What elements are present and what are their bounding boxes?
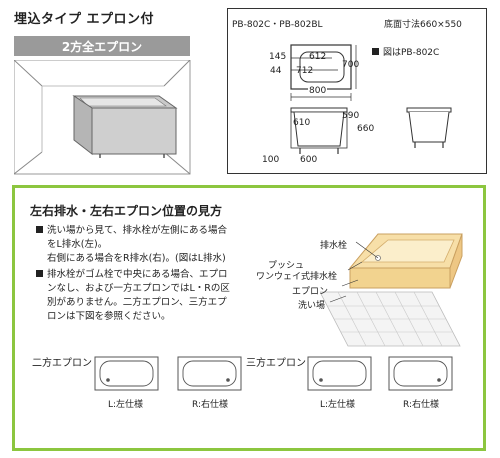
dim-44: 44 bbox=[270, 66, 282, 76]
dim-660: 660 bbox=[357, 124, 375, 134]
side-view-drawing bbox=[290, 107, 348, 154]
dim-700: 700 bbox=[342, 60, 360, 70]
dim-610: 610 bbox=[293, 118, 311, 128]
three-apron-label: 三方エプロン bbox=[246, 358, 306, 369]
dim-145: 145 bbox=[269, 52, 287, 62]
base-size: 底面寸法660×550 bbox=[384, 20, 462, 30]
dim-line-800 bbox=[290, 93, 352, 101]
two-apron-label: 二方エプロン bbox=[32, 358, 92, 369]
front-view-drawing bbox=[406, 107, 452, 148]
top-view-drawing bbox=[290, 44, 357, 90]
two-apron-left-label: L:左仕様 bbox=[108, 400, 144, 410]
drain-diagram bbox=[320, 233, 463, 347]
three-apron-left-thumb bbox=[307, 356, 372, 391]
washarea-label: 洗い場 bbox=[298, 301, 326, 311]
two-apron-left-thumb bbox=[94, 356, 159, 391]
two-apron-right-thumb bbox=[177, 356, 242, 391]
push-label-1: プッシュ bbox=[268, 261, 305, 271]
guide-title: 左右排水・左右エプロン位置の見方 bbox=[30, 204, 223, 218]
dim-612: 612 bbox=[309, 52, 327, 62]
two-apron-right-label: R:右仕様 bbox=[192, 400, 229, 410]
three-apron-left-label: L:左仕様 bbox=[320, 400, 356, 410]
model-name: PB-802C・PB-802BL bbox=[232, 20, 323, 30]
dim-800: 800 bbox=[308, 86, 328, 96]
dimension-panel bbox=[227, 8, 487, 174]
three-apron-right-thumb bbox=[388, 356, 453, 391]
apron-type-band: 2方全エプロン bbox=[14, 36, 190, 56]
push-label-2: ワンウェイ式排水栓 bbox=[256, 272, 338, 282]
page-title: 埋込タイプ エプロン付 bbox=[14, 12, 155, 27]
figure-note: 図はPB-802C bbox=[372, 45, 439, 58]
drain-label: 排水栓 bbox=[320, 241, 348, 251]
dim-100: 100 bbox=[262, 155, 280, 165]
bullet-1: 洗い場から見て、排水栓が左側にある場合 をL排水(左)。 右側にある場合をR排水… bbox=[36, 224, 276, 266]
bathtub-illustration bbox=[14, 60, 191, 175]
dim-590: 590 bbox=[342, 111, 360, 121]
dim-600: 600 bbox=[300, 155, 318, 165]
three-apron-right-label: R:右仕様 bbox=[403, 400, 440, 410]
bullet-2: 排水栓がゴム栓で中央にある場合、エプロ ンなし、および一方エプロンではL・Rの区… bbox=[36, 268, 276, 324]
dim-712: 712 bbox=[296, 66, 314, 76]
apron-label: エプロン bbox=[292, 287, 329, 297]
